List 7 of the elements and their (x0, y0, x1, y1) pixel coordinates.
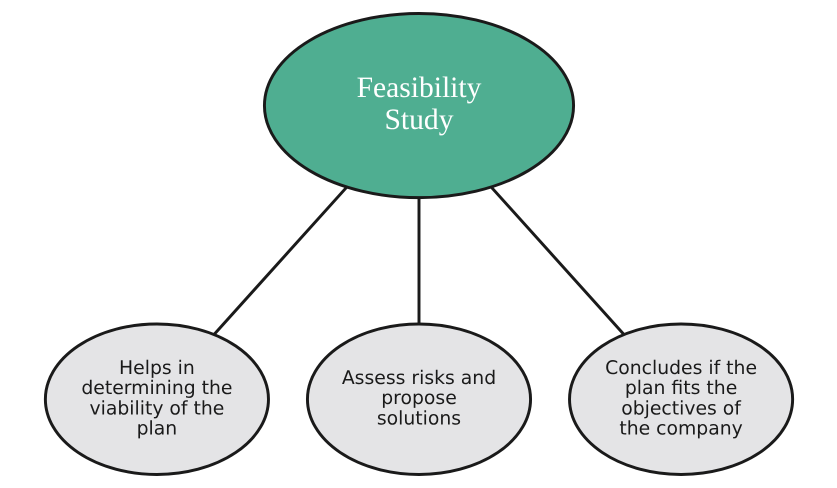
node-ellipse: Feasibility Study (262, 12, 575, 200)
node-ellipse: Helps in determining the viability of the plan (43, 322, 270, 476)
node-ellipse: Concludes if the plan fits the objectives of the company (568, 322, 794, 476)
node-ellipse: Assess risks and propose solutions (305, 322, 532, 476)
connector (212, 186, 348, 336)
connector (417, 198, 420, 324)
connector (490, 186, 625, 336)
